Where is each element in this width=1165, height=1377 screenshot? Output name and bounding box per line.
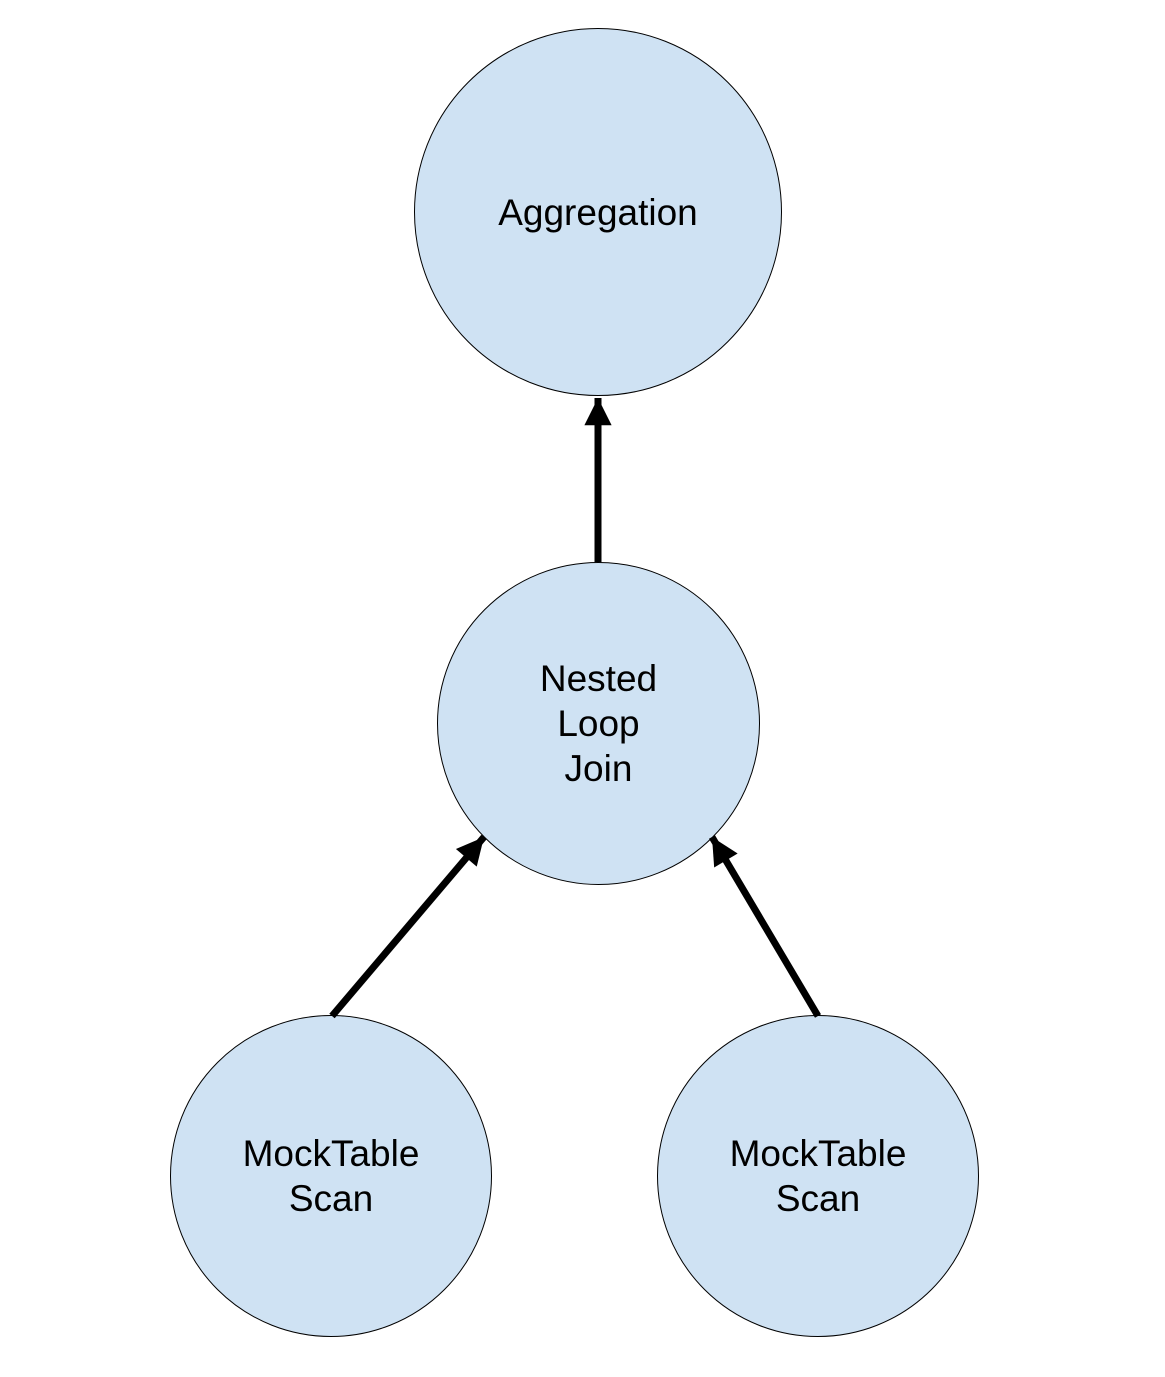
node-mocktable-scan-right-label: MockTable Scan [729,1133,907,1219]
node-mocktable-scan-left: MockTable Scan [170,1015,492,1337]
node-mocktable-scan-right: MockTable Scan [657,1015,979,1337]
node-aggregation-label: Aggregation [498,191,698,233]
edge-scan-left-to-join [329,834,487,1019]
node-mocktable-scan-left-label: MockTable Scan [242,1133,420,1219]
node-nested-loop-join: Nested Loop Join [437,562,760,885]
edge-scan-right-to-join [708,835,822,1018]
node-aggregation: Aggregation [414,28,782,396]
node-nested-loop-join-label: Nested Loop Join [539,658,658,789]
